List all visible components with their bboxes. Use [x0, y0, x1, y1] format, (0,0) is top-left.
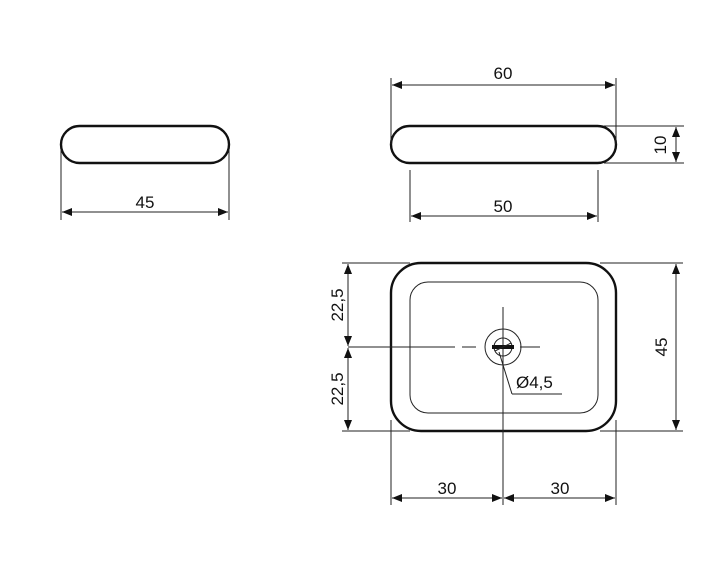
side-length-label: 45	[136, 193, 155, 212]
front-view: 60 10 50	[389, 64, 684, 222]
lower-depth-label: 22,5	[328, 372, 347, 405]
base-length-label: 50	[494, 197, 513, 216]
height-label: 10	[651, 136, 670, 155]
right-width-label: 30	[551, 479, 570, 498]
upper-depth-label: 22,5	[328, 288, 347, 321]
front-view-outline	[389, 124, 618, 165]
plan-view: Ø4,5 22,5 22,5 45 30 30	[328, 261, 683, 505]
side-view: 45	[59, 124, 231, 220]
drain-diameter-leader	[498, 351, 513, 395]
drain-diameter-label: Ø4,5	[516, 373, 553, 392]
plan-depth-label: 45	[652, 338, 671, 357]
left-width-label: 30	[438, 479, 457, 498]
top-length-label: 60	[494, 64, 513, 83]
side-view-outline	[59, 124, 231, 165]
